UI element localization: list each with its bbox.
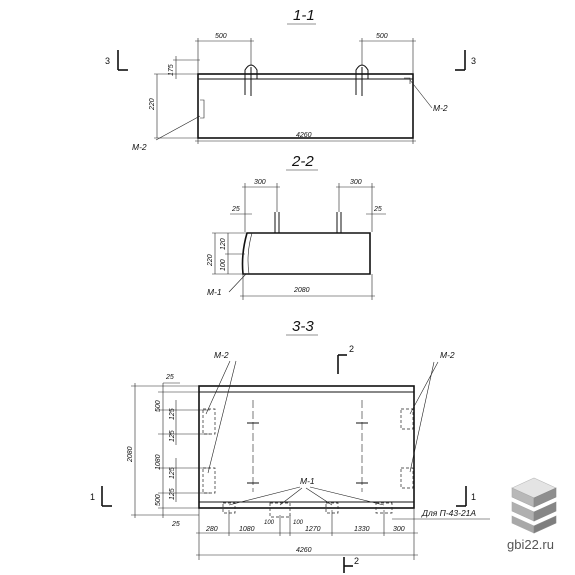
cut-1-right: 1 <box>471 492 476 502</box>
gbi22-logo-icon <box>511 477 557 534</box>
dim-3-3-100a: 100 <box>264 520 275 526</box>
dim-2-2-300-left: 300 <box>254 179 266 186</box>
dim-1-1-220: 220 <box>149 98 156 111</box>
cut-3-left: 3 <box>105 56 110 66</box>
slab-2-2-outline <box>241 232 371 275</box>
dim-3-3-25-bottom: 25 <box>171 521 180 528</box>
dim-3-3-125b: 125 <box>169 430 176 442</box>
section-2-2-title: 2-2 <box>291 153 314 170</box>
cut-3-right: 3 <box>471 56 476 66</box>
section-1-1: 1-1 500 500 175 220 4260 <box>105 7 476 152</box>
dim-2-2-25-left: 25 <box>231 206 240 213</box>
cut-1-left: 1 <box>90 492 95 502</box>
section-3-3-title: 3-3 <box>292 318 314 335</box>
detail-m2-right-bottom <box>400 467 414 489</box>
dim-2-2-220: 220 <box>207 254 214 267</box>
label-3-3-m1: М-1 <box>300 476 315 486</box>
note-p43-21a: Для П-43-21А <box>421 508 476 518</box>
dim-2-2-120: 120 <box>220 238 227 250</box>
dim-3-3-1330: 1330 <box>354 526 370 533</box>
slab-1-1-outline <box>197 73 414 139</box>
dim-2-2-100: 100 <box>220 259 227 271</box>
detail-m1-4 <box>375 502 393 514</box>
dim-3-3-100b: 100 <box>293 520 304 526</box>
cut-2-bottom: 2 <box>354 556 359 566</box>
section-2-2: 2-2 300 300 25 25 220 120 100 <box>207 153 386 300</box>
label-1-1-m2-right: М-2 <box>433 103 448 113</box>
dim-2-2-300-right: 300 <box>350 179 362 186</box>
dim-3-3-1080: 1080 <box>155 454 162 470</box>
watermark-text[interactable]: gbi22.ru <box>507 537 554 552</box>
label-3-3-m2-right: М-2 <box>440 350 455 360</box>
detail-m2-left-bottom <box>202 467 216 494</box>
dim-3-3-125d: 125 <box>169 488 176 500</box>
dim-1-1-4260: 4260 <box>296 132 312 139</box>
dim-1-1-500-right: 500 <box>376 33 388 40</box>
dim-3-3-1270: 1270 <box>305 526 321 533</box>
dim-3-3-300: 300 <box>393 526 405 533</box>
dim-3-3-1080-bottom: 1080 <box>239 526 255 533</box>
dim-3-3-500-bottom: 500 <box>155 494 162 506</box>
dim-3-3-125c: 125 <box>169 467 176 479</box>
label-2-2-m1: М-1 <box>207 287 222 297</box>
section-1-1-title: 1-1 <box>293 7 315 24</box>
dim-3-3-280: 280 <box>205 526 218 533</box>
dim-2-2-25-right: 25 <box>373 206 382 213</box>
detail-m2-left-top <box>202 408 216 435</box>
label-3-3-m2-left: М-2 <box>214 350 229 360</box>
dim-3-3-500-top: 500 <box>155 400 162 412</box>
dim-1-1-500-left: 500 <box>215 33 227 40</box>
section-3-3: 3-3 М-2 М-2 М-1 <box>90 318 490 573</box>
detail-m1-2 <box>269 502 291 518</box>
label-1-1-m2-left: М-2 <box>132 142 147 152</box>
dim-3-3-4260: 4260 <box>296 547 312 554</box>
cut-2-top: 2 <box>349 344 354 354</box>
dim-3-3-125a: 125 <box>169 408 176 420</box>
dim-3-3-2080: 2080 <box>127 446 134 463</box>
dim-2-2-2080: 2080 <box>293 287 310 294</box>
dim-3-3-25-top: 25 <box>165 374 174 381</box>
detail-m2-right-top <box>400 408 414 430</box>
dim-1-1-175: 175 <box>168 64 175 76</box>
slab-3-3-outline <box>198 385 415 509</box>
